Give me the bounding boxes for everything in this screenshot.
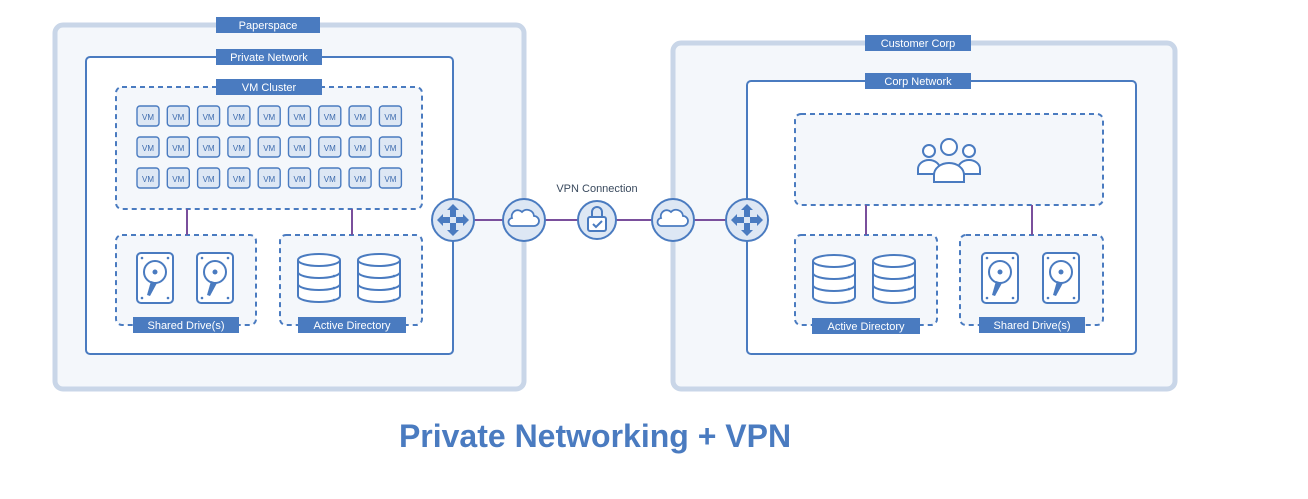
vm-label: VM xyxy=(384,144,396,153)
router-icon xyxy=(431,198,475,242)
cloud-icon xyxy=(502,198,546,242)
vm-node: VM xyxy=(257,136,281,158)
vm-node: VM xyxy=(378,167,403,189)
hard-drive-icon xyxy=(136,252,174,304)
diagram-title: Private Networking + VPN xyxy=(398,418,792,454)
svg-text:Active Directory: Active Directory xyxy=(313,320,391,332)
vm-node: VM xyxy=(318,136,342,158)
customer-corp-label: Customer Corp xyxy=(865,35,971,51)
vm-label: VM xyxy=(172,175,184,184)
svg-text:Private Network: Private Network xyxy=(230,52,308,64)
vm-node: VM xyxy=(166,136,191,158)
svg-text:Customer Corp: Customer Corp xyxy=(881,38,956,50)
vm-label: VM xyxy=(294,144,306,153)
private-network-label: Private Network xyxy=(216,49,322,65)
vm-label: VM xyxy=(324,144,336,153)
vm-node: VM xyxy=(257,105,281,127)
database-icon xyxy=(872,254,916,304)
network-diagram: Paperspace Private Network VM Cluster VM… xyxy=(52,17,1178,392)
vm-label: VM xyxy=(142,144,154,153)
vm-node: VM xyxy=(166,167,191,189)
vm-node: VM xyxy=(196,105,221,127)
shared-drives-label: Shared Drive(s) xyxy=(979,317,1085,333)
vm-label: VM xyxy=(172,113,184,122)
vm-node: VM xyxy=(257,167,281,189)
hard-drive-icon xyxy=(981,252,1019,304)
shared-drives-label: Shared Drive(s) xyxy=(133,317,239,333)
users-icon xyxy=(917,138,981,183)
vm-node: VM xyxy=(348,167,372,189)
vm-label: VM xyxy=(142,113,154,122)
vm-node: VM xyxy=(136,136,160,158)
vm-label: VM xyxy=(384,175,396,184)
vm-label: VM xyxy=(263,144,275,153)
lock-icon xyxy=(577,200,617,240)
vm-node: VM xyxy=(287,167,312,189)
vm-label: VM xyxy=(172,144,184,153)
vm-node: VM xyxy=(227,167,251,189)
users-container xyxy=(794,113,1104,206)
vm-node: VM xyxy=(378,136,403,158)
vm-label: VM xyxy=(263,175,275,184)
svg-text:Corp Network: Corp Network xyxy=(884,76,952,88)
vm-node: VM xyxy=(196,136,221,158)
vm-node: VM xyxy=(166,105,191,127)
vm-node: VM xyxy=(136,105,160,127)
vm-node: VM xyxy=(227,136,251,158)
vm-label: VM xyxy=(324,175,336,184)
vm-label: VM xyxy=(142,175,154,184)
paperspace-label: Paperspace xyxy=(216,17,320,33)
vm-label: VM xyxy=(203,113,215,122)
vm-node: VM xyxy=(348,105,372,127)
vm-label: VM xyxy=(294,175,306,184)
vm-node: VM xyxy=(196,167,221,189)
svg-text:Shared Drive(s): Shared Drive(s) xyxy=(993,320,1070,332)
active-directory-label: Active Directory xyxy=(298,317,406,333)
vm-node: VM xyxy=(318,105,342,127)
vm-node: VM xyxy=(318,167,342,189)
vm-grid: VM VM VM VM VM VM VM VM VM VM VM VM VM VM VM VM VM VM VM VM… xyxy=(136,105,403,189)
database-icon xyxy=(297,253,341,303)
vm-label: VM xyxy=(384,113,396,122)
vm-label: VM xyxy=(233,175,245,184)
vm-cluster-label: VM Cluster xyxy=(216,79,322,95)
vm-label: VM xyxy=(354,175,366,184)
svg-text:VM Cluster: VM Cluster xyxy=(242,82,297,94)
vm-node: VM xyxy=(348,136,372,158)
router-icon xyxy=(725,198,769,242)
svg-text:Shared Drive(s): Shared Drive(s) xyxy=(147,320,224,332)
svg-text:Paperspace: Paperspace xyxy=(239,20,298,32)
hard-drive-icon xyxy=(196,252,234,304)
vm-node: VM xyxy=(136,167,160,189)
vm-node: VM xyxy=(287,105,312,127)
vm-node: VM xyxy=(287,136,312,158)
vm-node: VM xyxy=(378,105,403,127)
active-directory-label: Active Directory xyxy=(812,318,920,334)
hard-drive-icon xyxy=(1042,252,1080,304)
vm-label: VM xyxy=(233,144,245,153)
svg-text:Active Directory: Active Directory xyxy=(827,321,905,333)
vm-label: VM xyxy=(354,113,366,122)
corp-network-label: Corp Network xyxy=(865,73,971,89)
vm-label: VM xyxy=(263,113,275,122)
vm-label: VM xyxy=(203,175,215,184)
vm-label: VM xyxy=(324,113,336,122)
vm-label: VM xyxy=(233,113,245,122)
vm-label: VM xyxy=(354,144,366,153)
cloud-icon xyxy=(651,198,695,242)
vm-label: VM xyxy=(294,113,306,122)
vpn-connection-label: VPN Connection xyxy=(556,183,637,195)
database-icon xyxy=(357,253,401,303)
vm-label: VM xyxy=(203,144,215,153)
vm-node: VM xyxy=(227,105,251,127)
database-icon xyxy=(812,254,856,304)
